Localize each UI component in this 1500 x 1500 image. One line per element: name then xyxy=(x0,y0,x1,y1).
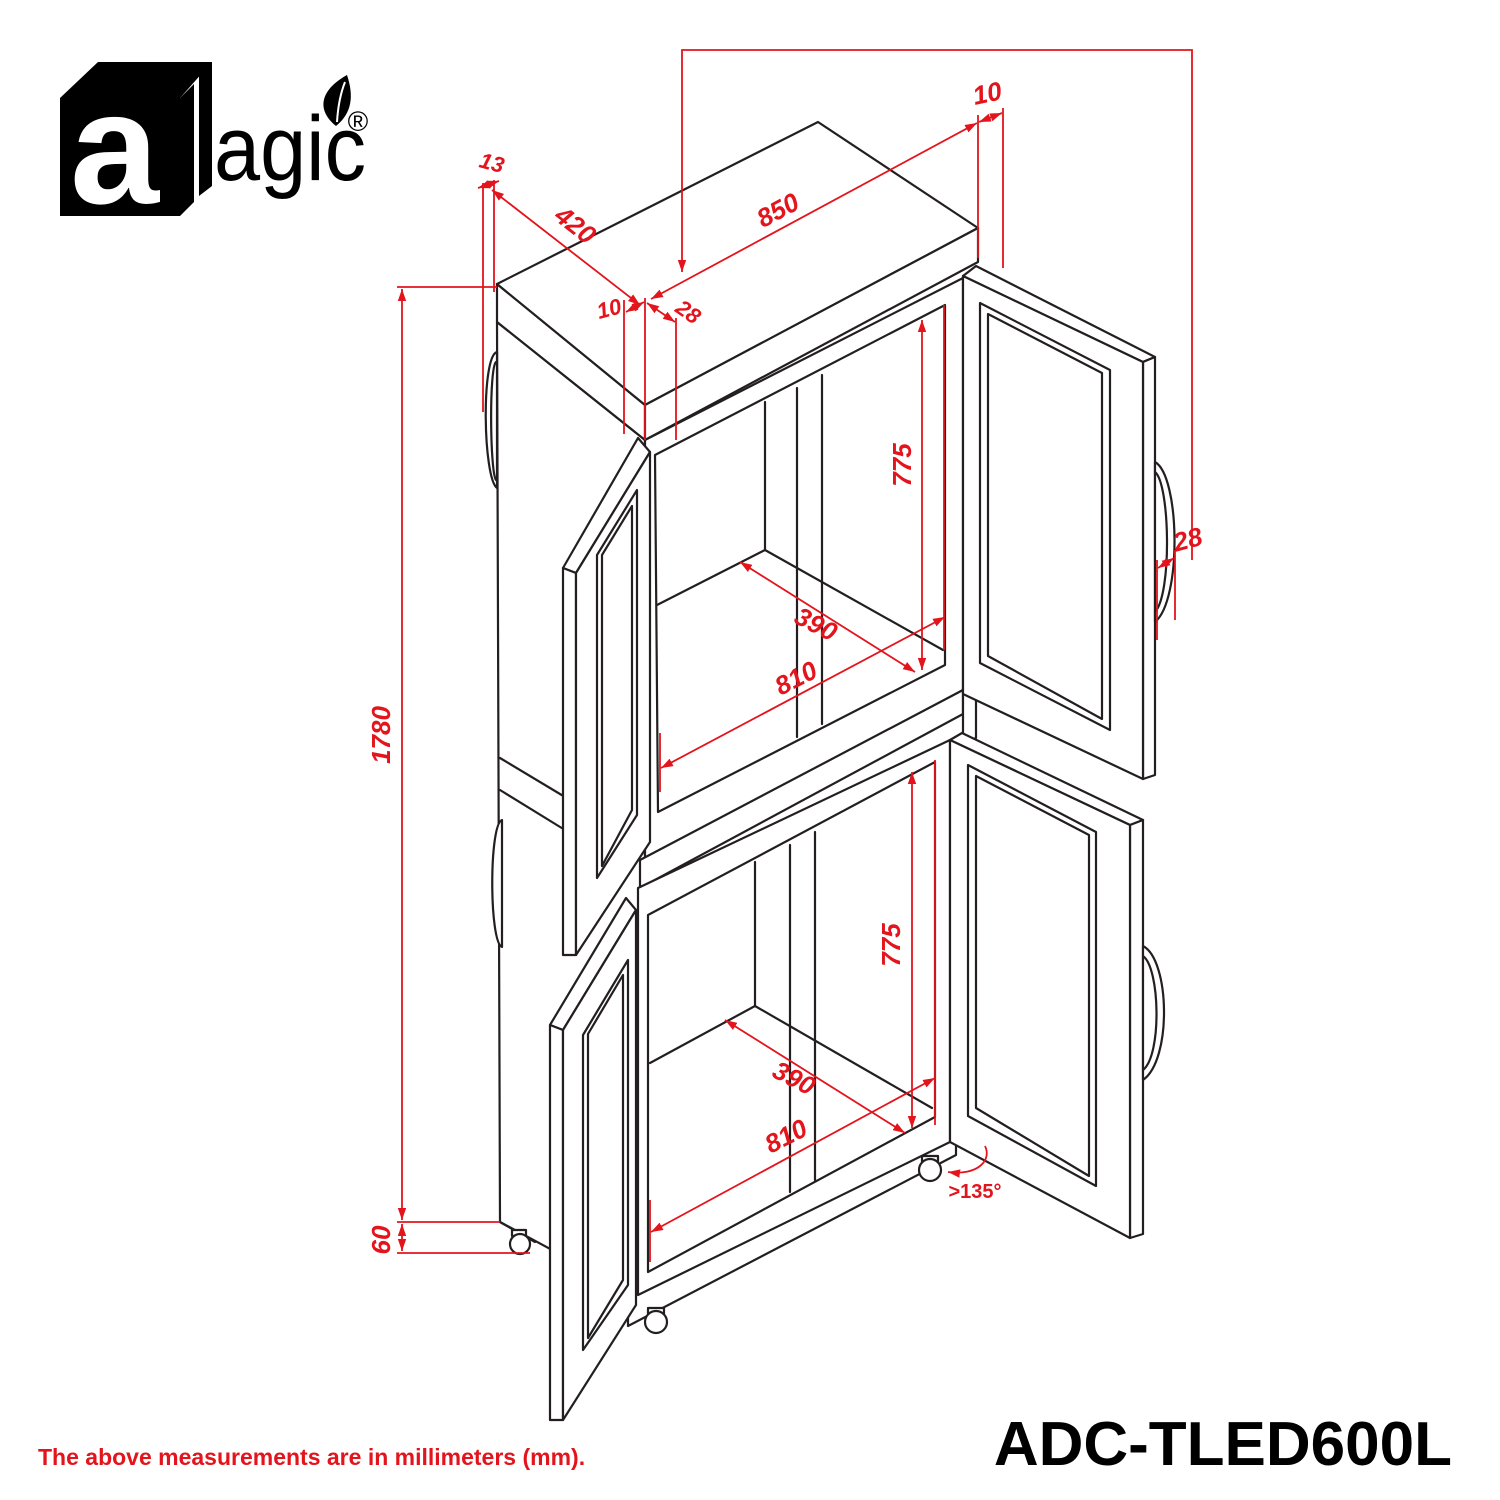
upper-right-door-handle xyxy=(1153,460,1176,624)
lower-right-door-handle xyxy=(1141,944,1166,1082)
dimension-lines xyxy=(397,49,1193,1262)
dim-frame-line xyxy=(646,302,676,323)
logo-m-bar-left xyxy=(180,84,194,216)
label-height-total: 1780 xyxy=(366,706,396,764)
upper-left-door xyxy=(561,436,652,957)
dim-door-line xyxy=(1157,557,1175,569)
label-upper-height: 775 xyxy=(887,443,917,487)
dim-overhang-line xyxy=(978,112,1003,123)
left-lower-handle xyxy=(491,818,504,949)
logo-m-bar-right xyxy=(199,62,212,196)
upper-left-door-window xyxy=(595,488,639,880)
label-side-offset: 13 xyxy=(477,148,507,178)
upper-interior-floor-left xyxy=(655,548,767,607)
dim-door-bracket xyxy=(677,49,1193,560)
caster-left-front xyxy=(643,1306,669,1335)
label-leg-height: 60 xyxy=(366,1225,396,1254)
dim-width-line xyxy=(650,122,978,300)
dim-upper-width-line xyxy=(660,616,946,769)
dim-lower-width-line xyxy=(650,1077,936,1233)
lower-right-door xyxy=(948,731,1166,1240)
left-face-band-bottom xyxy=(498,788,567,832)
lower-left-door xyxy=(548,896,638,1422)
lower-left-door-window xyxy=(581,958,630,1352)
logo-box-top xyxy=(60,62,212,98)
caster-left-rear xyxy=(508,1228,532,1256)
units-note: The above measurements are in millimeter… xyxy=(38,1444,585,1470)
dim-side-line xyxy=(477,180,500,189)
cabinet xyxy=(484,120,1176,1422)
caster-right-front xyxy=(917,1154,943,1183)
upper-right-door xyxy=(961,264,1176,781)
left-upper-handle xyxy=(484,350,499,490)
label-door-angle: >135° xyxy=(948,1181,1001,1203)
brand-logo: a agic ® xyxy=(60,58,369,237)
lower-right-door-window xyxy=(966,763,1098,1188)
dim-depth-line xyxy=(491,189,641,306)
dim-door-angle-arc xyxy=(947,1145,988,1178)
label-lower-height: 775 xyxy=(876,923,906,967)
label-top-overhang: 10 xyxy=(970,75,1005,110)
dim-front-line xyxy=(625,301,645,313)
logo-box-front xyxy=(60,98,180,216)
upper-right-door-window xyxy=(978,301,1112,732)
left-face-band-top xyxy=(498,756,567,799)
lower-interior-floor-left xyxy=(648,1004,757,1065)
logo-registered-mark: ® xyxy=(348,106,369,137)
model-number: ADC-TLED600L xyxy=(994,1410,1452,1479)
leaf-icon xyxy=(323,75,351,126)
logo-letter-a: a xyxy=(70,58,160,237)
